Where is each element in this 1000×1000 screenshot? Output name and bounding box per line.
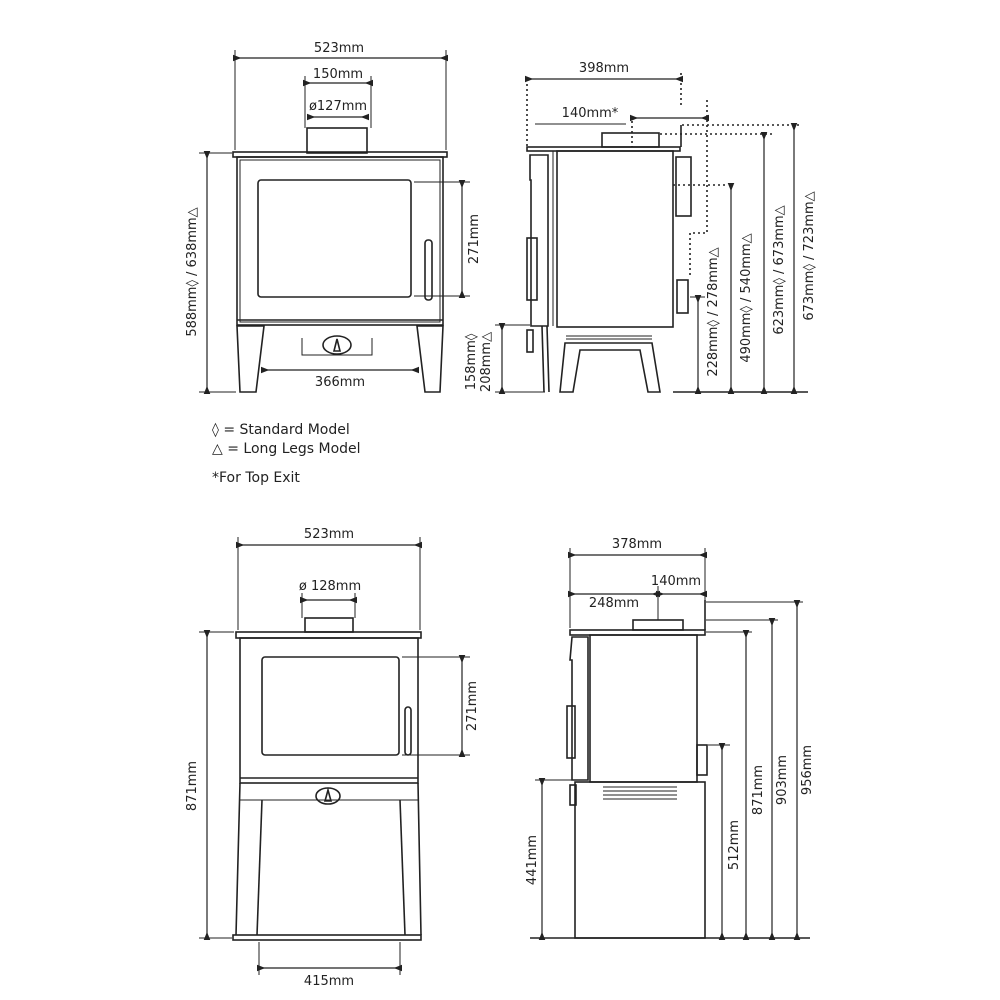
legend: ◊ = Standard Model △ = Long Legs Model *… [212, 422, 361, 486]
base-plate [232, 934, 422, 941]
top-height-label: 623mm◊ / 673mm△ [772, 205, 787, 334]
glass-height-label: 271mm [465, 681, 480, 731]
rear-flue-height-label: 490mm◊ / 540mm△ [739, 233, 754, 362]
rear-leg [559, 342, 661, 393]
base-height-long-label: 208mm△ [479, 332, 494, 392]
stove-body [556, 150, 674, 328]
flue-collar [601, 132, 660, 148]
leg-span-label: 366mm [315, 375, 365, 390]
flue-diameter-label: ø127mm [309, 99, 367, 114]
flue-offset-label: 140mm* [562, 106, 619, 121]
rear-outlet-label: 512mm [727, 820, 742, 870]
stand-height-label: 441mm [525, 835, 540, 885]
pedestal [574, 781, 706, 939]
flue-width-label: 150mm [313, 67, 363, 82]
door-glass [257, 179, 412, 298]
stove-body [239, 637, 419, 784]
door-handle [404, 706, 412, 756]
width-label: 523mm [304, 527, 354, 542]
depth-label: 398mm [579, 61, 629, 76]
door-glass [261, 656, 400, 756]
depth-label: 378mm [612, 537, 662, 552]
flue-collar [304, 617, 354, 633]
rear-flue-box [675, 156, 692, 217]
glass-height-label: 271mm [467, 214, 482, 264]
stove-body [236, 156, 444, 326]
flue-top-height-label: 956mm [800, 745, 815, 795]
right-leg [416, 325, 444, 393]
body-height-label: 871mm [751, 765, 766, 815]
height-label: 588mm◊ / 638mm△ [185, 207, 200, 336]
width-label: 523mm [314, 41, 364, 56]
flue-collar [632, 619, 684, 631]
pedestal [235, 782, 422, 936]
top-plate [235, 631, 422, 639]
air-control-knob [322, 335, 352, 355]
top-height-label: 903mm [775, 755, 790, 805]
door-handle [424, 239, 433, 301]
front-view-pedestal: 523mm ø 128mm 871mm 271mm 415mm [185, 527, 480, 989]
rear-outlet-box [696, 744, 708, 776]
vent-grille [603, 786, 677, 800]
height-label: 871mm [185, 761, 200, 811]
side-view-pedestal: 378mm 248mm 140mm 441mm 512mm 871mm 903m… [525, 537, 815, 941]
door-handle [526, 237, 538, 301]
base-height-label: 158mm◊ [464, 333, 479, 390]
base-width-label: 415mm [304, 974, 354, 989]
left-leg [236, 325, 265, 393]
legend-long-legs: △ = Long Legs Model [212, 441, 361, 457]
front-to-flue-label: 248mm [589, 596, 639, 611]
legend-standard: ◊ = Standard Model [212, 422, 350, 438]
stove-body [589, 634, 698, 783]
rear-outlet-box [676, 279, 689, 314]
legend-note: *For Top Exit [212, 470, 300, 486]
rear-outlet-label: 228mm◊ / 278mm△ [706, 247, 721, 376]
flue-diameter-label: ø 128mm [299, 579, 361, 594]
flue-collar [306, 127, 368, 154]
flue-offset-label: 140mm [651, 574, 701, 589]
front-view-standard: 523mm 150mm ø127mm 366mm 588mm◊ / 638mm△… [185, 41, 482, 395]
door-handle [566, 705, 576, 759]
side-view-standard: 398mm 140mm* 228mm◊ / 278mm△ 490mm◊ / 54… [464, 61, 817, 395]
door-profile [529, 154, 549, 327]
flue-top-height-label: 673mm◊ / 723mm△ [802, 191, 817, 320]
